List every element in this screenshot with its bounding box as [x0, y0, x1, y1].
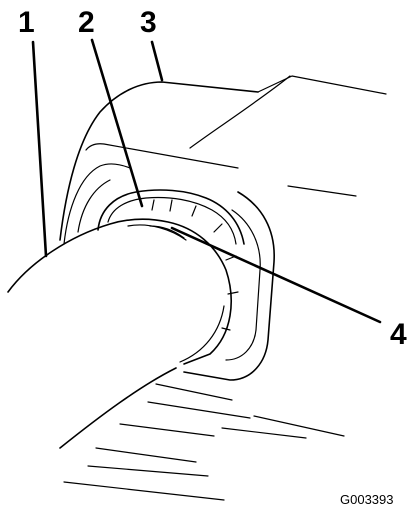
leader-line-4 [170, 226, 382, 324]
callout-2: 2 [78, 6, 95, 39]
callout-4: 4 [390, 318, 407, 351]
leader-line-3 [150, 40, 164, 82]
figure-id: G003393 [340, 492, 394, 507]
callout-3: 3 [140, 6, 157, 39]
bushing-ring [97, 189, 245, 331]
housing [59, 75, 387, 381]
leader-lines [31, 38, 382, 324]
leader-line-1 [31, 40, 48, 258]
lower-body [59, 367, 345, 501]
leader-line-2 [90, 38, 144, 208]
callout-1: 1 [18, 6, 35, 39]
shaft [7, 218, 232, 365]
